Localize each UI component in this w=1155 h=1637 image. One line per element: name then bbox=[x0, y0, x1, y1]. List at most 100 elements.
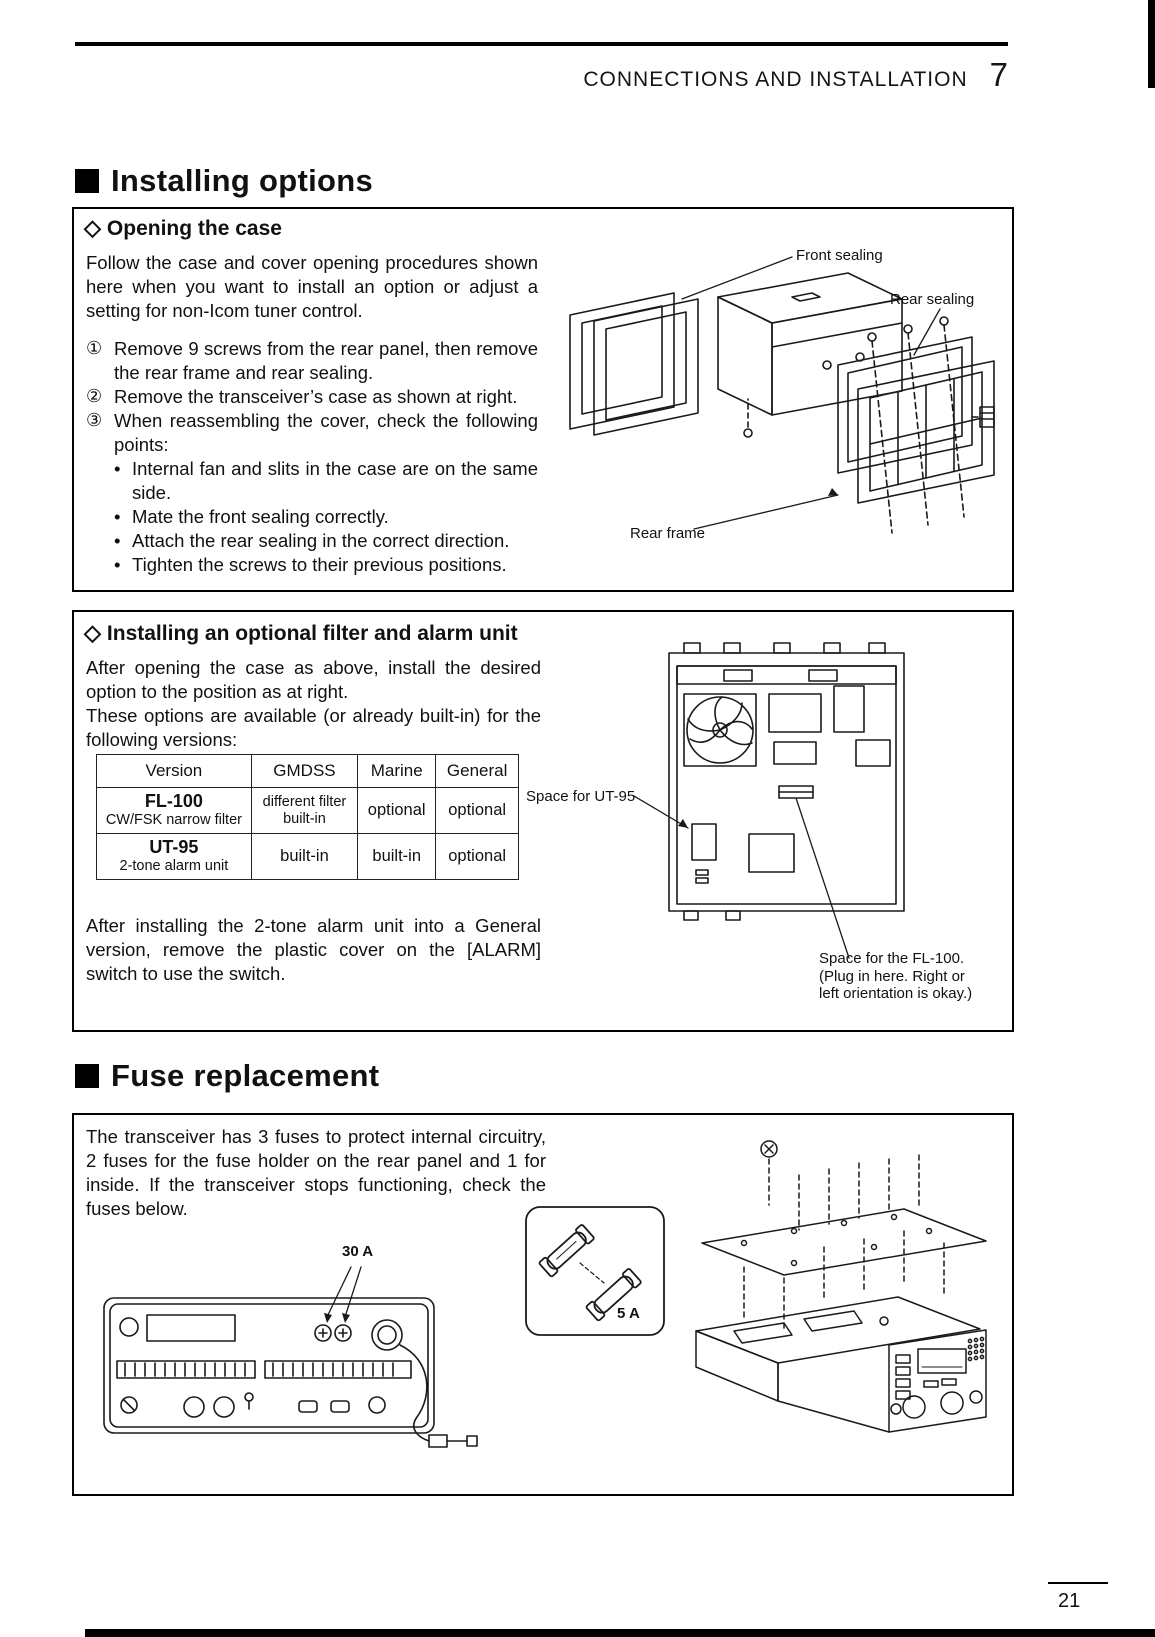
footer-rule bbox=[1048, 1582, 1108, 1584]
bullet-4-marker: • bbox=[114, 554, 121, 576]
fuse-box: The transceiver has 3 fuses to protect i… bbox=[72, 1113, 1014, 1496]
bullet-1: • Internal fan and slits in the case are… bbox=[114, 457, 538, 505]
front-panel-face bbox=[888, 1329, 987, 1433]
col-gmdss: GMDSS bbox=[250, 754, 359, 788]
rear-sealing-drawing bbox=[837, 336, 973, 474]
bullet-3: • Attach the rear sealing in the correct… bbox=[114, 529, 538, 553]
filter-alarm-box: ◇ Installing an optional filter and alar… bbox=[72, 610, 1014, 1032]
col-version: Version bbox=[96, 754, 252, 788]
row1-version: FL-100 CW/FSK narrow filter bbox=[96, 787, 252, 834]
rear-frame-arrowhead bbox=[828, 488, 838, 496]
section-square-icon bbox=[75, 1064, 99, 1088]
section-heading-fuse-replacement: Fuse replacement bbox=[75, 1058, 379, 1094]
screw-drawing bbox=[760, 1140, 778, 1206]
bullet-2-marker: • bbox=[114, 506, 121, 528]
board-components bbox=[748, 685, 891, 873]
cover-screw-lines bbox=[743, 1154, 945, 1333]
chassis-body bbox=[695, 1296, 981, 1433]
options-table: Version GMDSS Marine General FL-100 CW/F… bbox=[96, 754, 519, 880]
fuse-callout-illustration bbox=[525, 1206, 665, 1336]
front-sealing-drawing bbox=[569, 292, 699, 436]
row2-version: UT-95 2-tone alarm unit bbox=[96, 833, 252, 880]
filter-alarm-para1: After opening the case as above, install… bbox=[86, 657, 541, 703]
space-ut95-label: Space for UT-95 bbox=[526, 788, 636, 805]
rear-frame-drawing bbox=[857, 360, 995, 504]
exploded-case-illustration bbox=[569, 256, 995, 534]
top-rule bbox=[75, 42, 1008, 46]
row1-marine: optional bbox=[357, 787, 437, 834]
filter-alarm-para3: After installing the 2-tone alarm unit i… bbox=[86, 915, 541, 985]
cover-plate bbox=[701, 1208, 987, 1276]
rear-sealing-label: Rear sealing bbox=[890, 291, 975, 308]
row2-name: UT-95 bbox=[149, 837, 199, 858]
scan-artifact-right bbox=[1148, 0, 1155, 88]
fan-drawing bbox=[683, 693, 757, 767]
panel-outline bbox=[103, 1297, 435, 1434]
row2-gmdss: built-in bbox=[250, 833, 359, 880]
row1-name: FL-100 bbox=[144, 791, 203, 812]
bullet-1-text: Internal fan and slits in the case are o… bbox=[132, 458, 538, 504]
bullet-3-marker: • bbox=[114, 530, 121, 552]
header-title: CONNECTIONS AND INSTALLATION bbox=[583, 68, 968, 91]
front-panel-fuse-illustration bbox=[103, 1266, 478, 1448]
filter-alarm-title: Installing an optional filter and alarm … bbox=[106, 622, 518, 645]
row1-gmdss-l2: built-in bbox=[283, 810, 326, 827]
step-1: ① Remove 9 screws from the rear panel, t… bbox=[86, 337, 538, 385]
row1-general: optional bbox=[435, 787, 519, 834]
section-title: Fuse replacement bbox=[111, 1058, 380, 1093]
fuse-30a-label: 30 A bbox=[342, 1243, 374, 1260]
fuse-arrows bbox=[326, 1266, 362, 1318]
opening-case-intro: Follow the case and cover opening proced… bbox=[86, 252, 538, 322]
opening-case-title-row: ◇ Opening the case bbox=[84, 215, 282, 241]
chassis-outline bbox=[668, 642, 905, 921]
step-2-text: Remove the transceiver’s case as shown a… bbox=[114, 386, 518, 408]
front-sealing-label: Front sealing bbox=[796, 247, 883, 264]
bullet-2-text: Mate the front sealing correctly. bbox=[132, 506, 389, 528]
filter-alarm-para2: These options are available (or already … bbox=[86, 705, 541, 751]
section-title: Installing options bbox=[111, 163, 373, 198]
table-row: UT-95 2-tone alarm unit built-in built-i… bbox=[96, 833, 519, 880]
ut95-space bbox=[691, 823, 717, 884]
bullet-2: • Mate the front sealing correctly. bbox=[114, 505, 538, 529]
diamond-icon: ◇ bbox=[84, 620, 101, 645]
page-header: CONNECTIONS AND INSTALLATION 7 bbox=[420, 56, 1008, 94]
row1-sub: CW/FSK narrow filter bbox=[105, 812, 242, 829]
fl100-socket bbox=[778, 785, 814, 799]
scan-artifact-bottom bbox=[85, 1629, 1155, 1637]
row1-gmdss-l1: different filter bbox=[262, 793, 347, 810]
row2-sub: 2-tone alarm unit bbox=[119, 858, 229, 875]
step-2: ② Remove the transceiver’s case as shown… bbox=[86, 385, 538, 409]
bullet-4: • Tighten the screws to their previous p… bbox=[114, 553, 538, 577]
step-3-marker: ③ bbox=[86, 410, 103, 431]
step-1-text: Remove 9 screws from the rear panel, the… bbox=[114, 338, 538, 384]
fuse-paragraph: The transceiver has 3 fuses to protect i… bbox=[86, 1126, 546, 1220]
screw-lines bbox=[871, 324, 981, 534]
fuse-holders bbox=[314, 1324, 352, 1342]
opening-case-title: Opening the case bbox=[106, 217, 282, 240]
step-1-marker: ① bbox=[86, 338, 103, 358]
bullet-4-text: Tighten the screws to their previous pos… bbox=[132, 554, 507, 576]
power-connector-and-cable bbox=[371, 1319, 478, 1448]
chapter-number: 7 bbox=[989, 56, 1008, 93]
page-number: 21 bbox=[1058, 1590, 1081, 1612]
bullet-1-marker: • bbox=[114, 458, 121, 480]
filter-alarm-title-row: ◇ Installing an optional filter and alar… bbox=[84, 620, 518, 646]
pointer-lines bbox=[633, 795, 850, 959]
space-fl100-label-3: left orientation is okay.) bbox=[819, 985, 973, 1002]
rear-connector-drawing bbox=[979, 406, 995, 428]
ut95-arrowhead bbox=[678, 819, 688, 828]
pointer-lines bbox=[681, 256, 941, 530]
space-fl100-label-2: (Plug in here. Right or bbox=[819, 968, 965, 985]
table-row: FL-100 CW/FSK narrow filter different fi… bbox=[96, 787, 519, 834]
fuse-drawing-2 bbox=[585, 1268, 642, 1322]
opening-case-steps: ① Remove 9 screws from the rear panel, t… bbox=[86, 337, 538, 577]
row1-gmdss: different filter built-in bbox=[250, 787, 359, 834]
chassis-illustration bbox=[633, 642, 905, 959]
rear-frame-label: Rear frame bbox=[630, 525, 706, 542]
callout-border bbox=[525, 1206, 665, 1336]
step-2-marker: ② bbox=[86, 386, 103, 407]
step-3-text: When reassembling the cover, check the f… bbox=[114, 410, 538, 456]
opening-case-box: ◇ Opening the case Follow the case and c… bbox=[72, 207, 1014, 592]
space-fl100-label-1: Space for the FL-100. bbox=[819, 950, 965, 967]
